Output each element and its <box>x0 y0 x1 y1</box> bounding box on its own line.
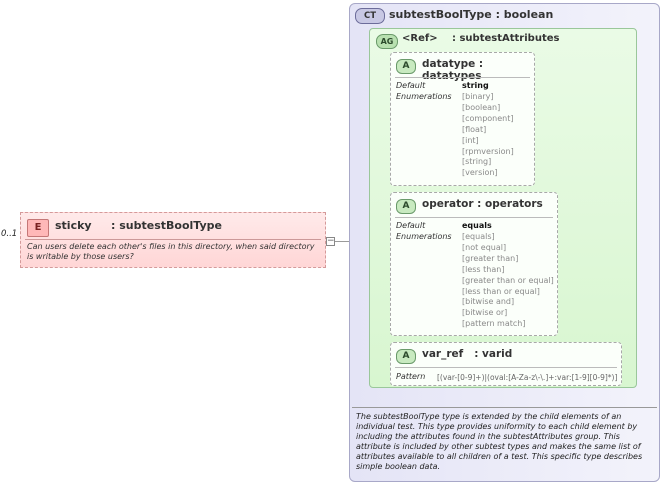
enumeration-item: [string] <box>462 157 492 167</box>
attribute-divider <box>395 77 530 78</box>
enumeration-item: [float] <box>462 124 487 134</box>
element-type: : subtestBoolType <box>111 219 222 232</box>
default-label: Default <box>396 221 426 230</box>
element-badge: E <box>27 219 49 237</box>
complex-type-divider <box>352 407 657 408</box>
enumeration-item: [equals] <box>462 232 495 241</box>
enumeration-item: [pattern match] <box>462 319 526 329</box>
attribute-badge: A <box>396 59 416 74</box>
enumeration-list: [binary] [boolean] [component] [float] [… <box>462 92 514 179</box>
occurrence-label: 0..1 <box>1 229 18 239</box>
pattern-value: [(var-[0-9]+)|(oval:[A-Za-z\-\.]+:var:[1… <box>437 373 618 382</box>
complex-type-title: subtestBoolType : boolean <box>389 8 554 21</box>
complex-type-documentation: The subtestBoolType type is extended by … <box>356 412 643 471</box>
enumeration-item: [greater than] <box>462 253 519 263</box>
enumeration-item: [int] <box>462 135 479 145</box>
enumeration-item: [bitwise or] <box>462 308 508 318</box>
enumeration-item: [version] <box>462 168 498 178</box>
attribute-title: var_ref : varid <box>422 348 513 360</box>
enumerations-label: Enumerations <box>396 232 452 241</box>
attribute-group-ref: <Ref> <box>402 33 438 44</box>
element-sticky[interactable]: E sticky : subtestBoolType Can users del… <box>20 212 326 268</box>
element-divider <box>25 239 321 240</box>
attribute-divider <box>395 367 617 368</box>
attribute-datatype[interactable]: A datatype : datatypes Default Enumerati… <box>390 52 535 186</box>
element-documentation: Can users delete each other's files in t… <box>27 242 315 261</box>
enumeration-item: [less than] <box>462 264 505 274</box>
attribute-group-badge: AG <box>376 34 398 49</box>
enumeration-item: [greater than or equal] <box>462 275 554 285</box>
attribute-divider <box>395 217 553 218</box>
complex-type-badge: CT <box>355 8 385 24</box>
enumeration-list: [equals] [not equal] [greater than] [les… <box>462 232 554 330</box>
enumeration-item: [less than or equal] <box>462 286 540 296</box>
default-label: Default <box>396 81 426 90</box>
enumeration-item: [not equal] <box>462 242 507 252</box>
collapse-toggle-icon[interactable]: − <box>326 236 335 246</box>
default-value: equals <box>462 221 492 230</box>
attribute-badge: A <box>396 349 416 364</box>
element-name: sticky <box>55 219 92 232</box>
attribute-title: operator : operators <box>422 198 543 210</box>
enumeration-item: [rpmversion] <box>462 146 514 156</box>
attribute-title: datatype : datatypes <box>422 58 484 82</box>
attribute-var-ref[interactable]: A var_ref : varid Pattern [(var-[0-9]+)|… <box>390 342 622 386</box>
connector-element-to-type <box>335 241 349 242</box>
enumerations-label: Enumerations <box>396 92 452 101</box>
pattern-label: Pattern <box>396 372 426 381</box>
enumeration-item: [component] <box>462 113 514 123</box>
enumeration-item: [binary] <box>462 92 494 101</box>
enumeration-item: [boolean] <box>462 102 501 112</box>
attribute-group-name: : subtestAttributes <box>452 33 560 44</box>
default-value: string <box>462 81 489 90</box>
attribute-operator[interactable]: A operator : operators Default Enumerati… <box>390 192 558 336</box>
attribute-badge: A <box>396 199 416 214</box>
enumeration-item: [bitwise and] <box>462 297 515 307</box>
